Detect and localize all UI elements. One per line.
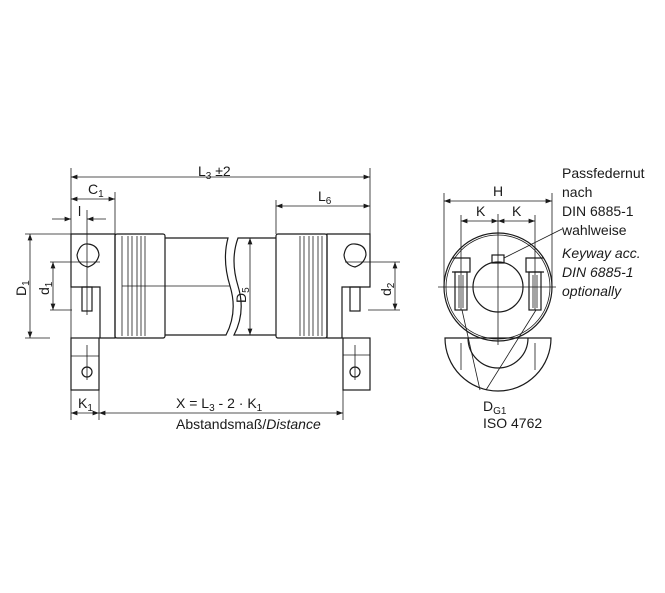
label-D5: D5 bbox=[233, 287, 252, 303]
right-clamp-screw bbox=[349, 286, 361, 312]
label-K1: K1 bbox=[78, 395, 93, 414]
label-L3: L3 ±2 bbox=[198, 163, 231, 182]
label-X: X = L3 - 2 · K1 bbox=[176, 395, 263, 414]
svg-text:DIN 6885-1: DIN 6885-1 bbox=[562, 264, 634, 280]
label-C1: C1 bbox=[88, 181, 104, 200]
front-view: H K K Passfedernut nach DIN 6885-1 wahlw… bbox=[438, 165, 645, 431]
label-d2: d2 bbox=[378, 282, 397, 296]
svg-text:optionally: optionally bbox=[562, 283, 622, 299]
label-H: H bbox=[493, 183, 503, 199]
label-distance: Abstandsmaß/Distance bbox=[176, 416, 321, 432]
side-view: L3 ±2 C1 L6 l D1 d1 D5 d2 K1 X = L3 - 2 … bbox=[13, 163, 400, 432]
keyway bbox=[491, 254, 505, 264]
right-bellows bbox=[275, 233, 328, 339]
svg-text:nach: nach bbox=[562, 184, 592, 200]
label-d1: d1 bbox=[36, 281, 55, 295]
hub-outline bbox=[443, 232, 553, 342]
lower-clamp-half bbox=[444, 337, 552, 392]
label-D1: D1 bbox=[13, 280, 32, 296]
svg-text:DIN 6885-1: DIN 6885-1 bbox=[562, 203, 634, 219]
right-clamp-lobe bbox=[343, 243, 367, 268]
tube-left bbox=[165, 237, 234, 336]
label-l: l bbox=[78, 203, 81, 219]
left-clamp-screw bbox=[81, 286, 93, 312]
right-clamp-block bbox=[342, 337, 371, 391]
right-hub bbox=[326, 233, 371, 339]
tube-right bbox=[233, 237, 276, 336]
label-L6: L6 bbox=[318, 188, 332, 207]
svg-text:Keyway acc.: Keyway acc. bbox=[562, 245, 641, 261]
label-K-left: K bbox=[476, 203, 486, 219]
left-clamp-block bbox=[70, 337, 100, 391]
bore bbox=[472, 261, 524, 313]
left-screw bbox=[452, 257, 471, 311]
label-DG1: DG1 bbox=[483, 398, 507, 417]
right-screw bbox=[525, 257, 544, 311]
label-K-right: K bbox=[512, 203, 522, 219]
left-clamp-lobe bbox=[76, 243, 100, 268]
left-hub bbox=[70, 233, 116, 339]
svg-text:Passfedernut: Passfedernut bbox=[562, 165, 645, 181]
keyway-leader bbox=[503, 228, 563, 259]
label-iso: ISO 4762 bbox=[483, 415, 542, 431]
svg-text:wahlweise: wahlweise bbox=[561, 222, 627, 238]
keyway-note: Passfedernut nach DIN 6885-1 wahlweise K… bbox=[561, 165, 645, 299]
